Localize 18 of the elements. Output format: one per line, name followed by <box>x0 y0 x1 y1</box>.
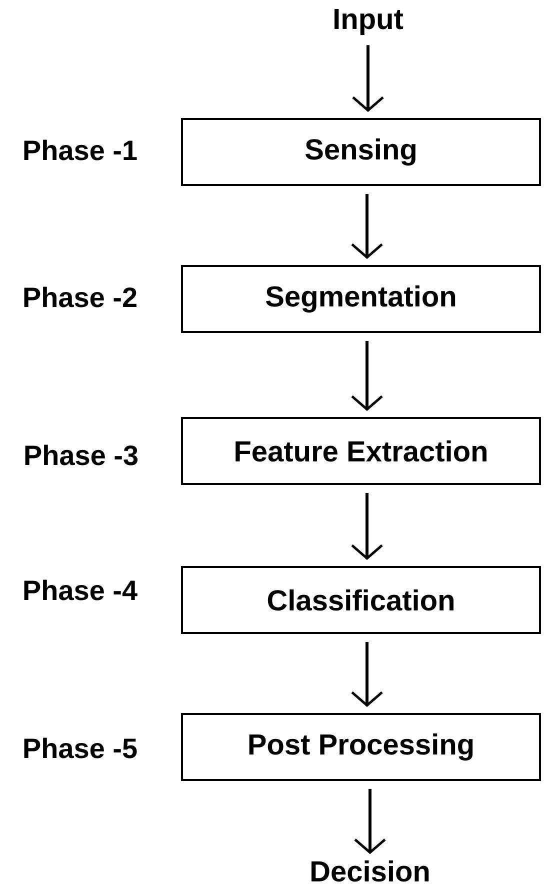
arrow <box>351 341 383 411</box>
terminal-label: Input <box>334 9 404 35</box>
process-box: Segmentation <box>181 265 541 333</box>
process-box: Sensing <box>181 118 541 186</box>
process-box: Feature Extraction <box>181 417 541 485</box>
terminal-label: Decision <box>312 860 429 882</box>
process-box: Post Processing <box>181 713 541 781</box>
phase-label: Phase -4 <box>24 580 138 600</box>
phase-label: Phase -1 <box>24 140 137 160</box>
arrow <box>351 194 383 259</box>
process-box: Classification <box>181 566 541 634</box>
phase-label: Phase -3 <box>25 444 138 466</box>
arrow <box>352 45 384 112</box>
arrow <box>351 642 383 707</box>
arrow <box>351 493 383 560</box>
arrow <box>354 789 386 854</box>
phase-label: Phase -2 <box>24 286 136 308</box>
phase-label: Phase -5 <box>24 738 137 758</box>
